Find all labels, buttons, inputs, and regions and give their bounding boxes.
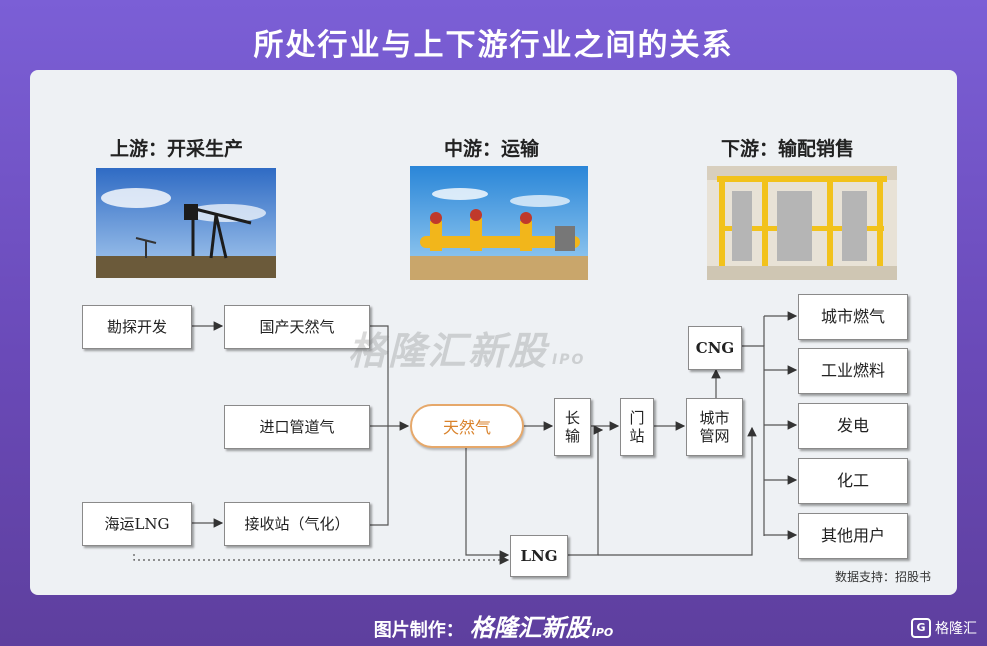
exploration-box: 勘探开发 (82, 305, 192, 349)
pipeline-photo (410, 166, 588, 280)
industrial-fuel-box: 工业燃料 (798, 348, 908, 394)
city-network-label-1: 城市 (699, 409, 730, 427)
gate-station-box: 门 站 (620, 398, 654, 456)
long-distance-label-1: 长 (564, 409, 580, 427)
watermark-suffix: IPO (552, 352, 586, 368)
diagram-card: 上游：开采生产 中游：运输 下游：输配销售 (30, 70, 957, 595)
gate-station-label-2: 站 (629, 427, 645, 445)
natural-gas-node: 天然气 (410, 404, 524, 448)
city-network-box: 城市 管网 (686, 398, 743, 456)
page-title: 所处行业与上下游行业之间的关系 (253, 28, 734, 63)
sea-lng-box: 海运LNG (82, 502, 192, 546)
other-users-box: 其他用户 (798, 513, 908, 559)
chemical-box: 化工 (798, 458, 908, 504)
pipeline-gas-box: 进口管道气 (224, 405, 370, 449)
upstream-heading: 上游：开采生产 (110, 138, 244, 160)
midstream-heading: 中游：运输 (444, 138, 540, 160)
city-fuel-box: 城市燃气 (798, 294, 908, 340)
source-note: 数据支持：招股书 (834, 570, 931, 584)
gate-station-label-1: 门 (629, 409, 645, 427)
lng-box: LNG (510, 535, 568, 577)
power-generation-box: 发电 (798, 403, 908, 449)
corner-logo-text: 格隆汇 (935, 621, 977, 637)
logo-icon: G (911, 618, 931, 638)
long-distance-box: 长 输 (554, 398, 591, 456)
domestic-gas-box: 国产天然气 (224, 305, 370, 349)
footer-brand: 格隆汇新股 (469, 614, 590, 642)
corner-logo: G 格隆汇 (911, 618, 977, 638)
cng-box: CNG (688, 326, 742, 370)
city-network-label-2: 管网 (699, 427, 730, 445)
flow-connectors (133, 311, 798, 565)
watermark-brand: 格隆汇新股 (348, 329, 549, 373)
receiving-station-box: 接收站（气化） (224, 502, 370, 546)
distribution-station-photo (707, 166, 897, 280)
oil-pump-photo (96, 168, 276, 278)
footer-suffix: IPO (591, 626, 614, 639)
downstream-heading: 下游：输配销售 (721, 138, 855, 160)
long-distance-label-2: 输 (564, 427, 580, 445)
footer-label: 图片制作： (373, 620, 464, 641)
